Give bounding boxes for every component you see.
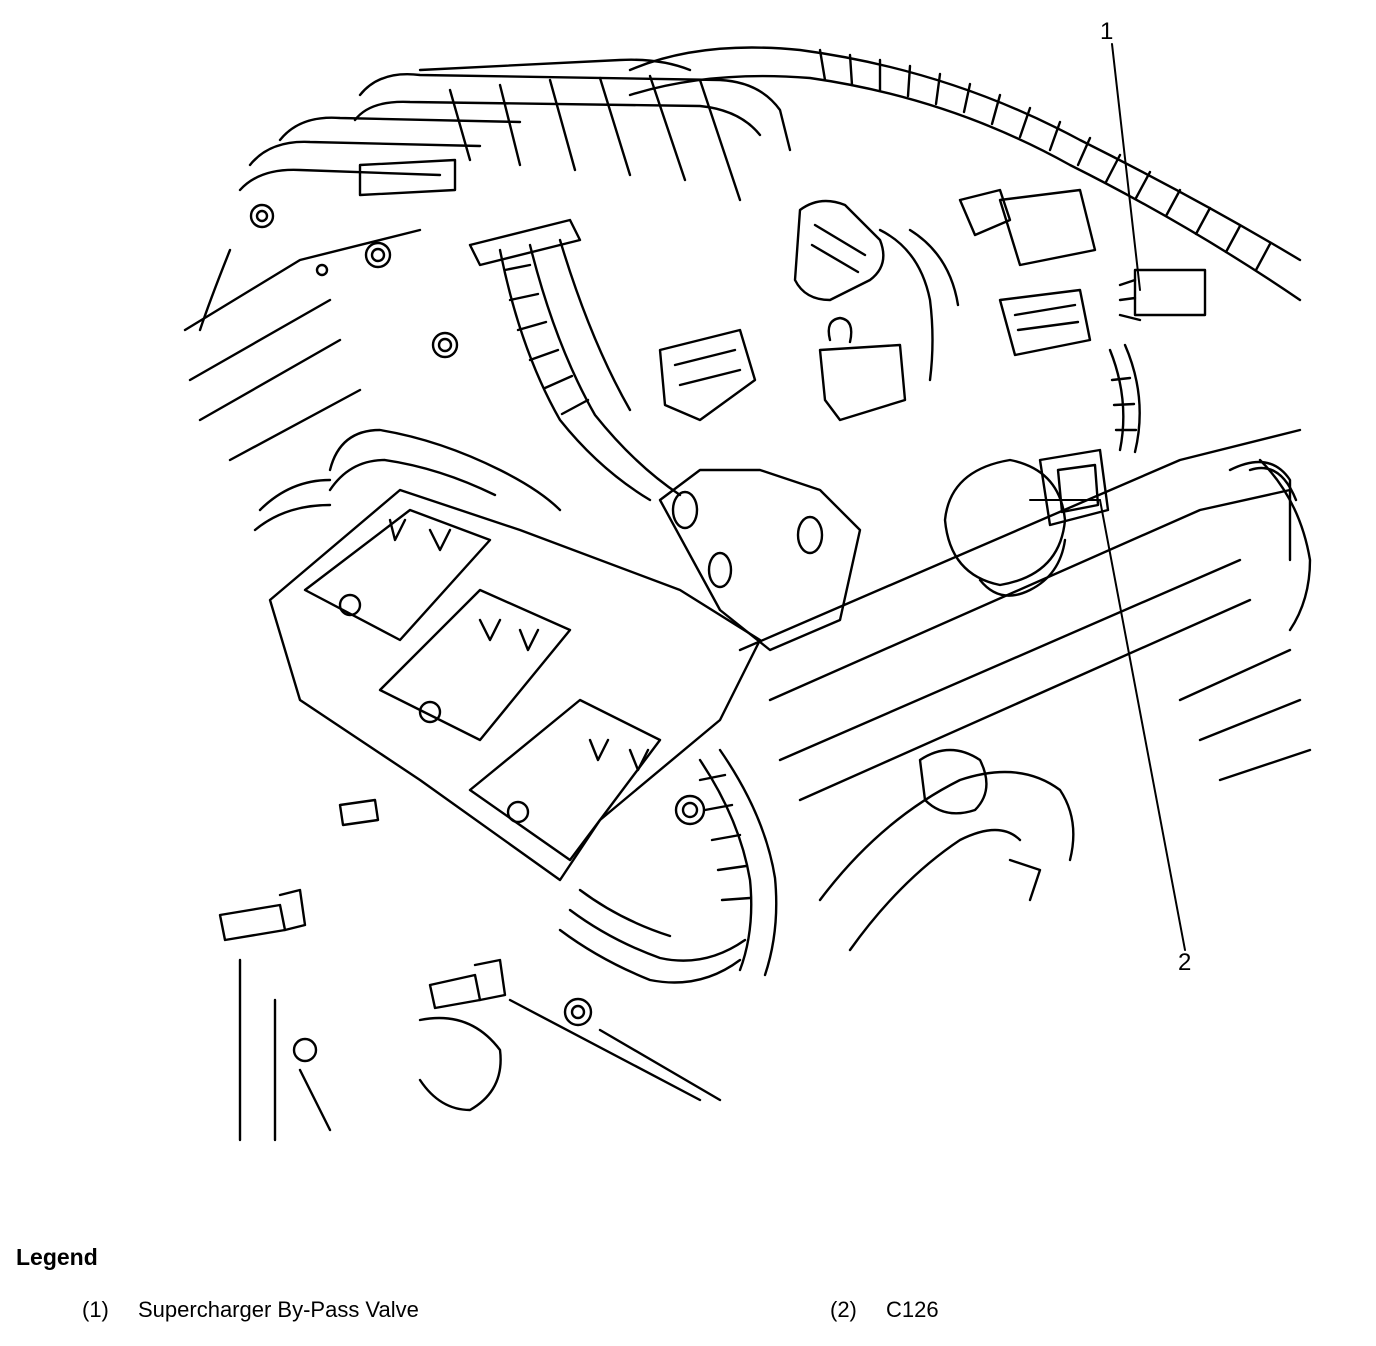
valve-cover <box>738 428 1302 802</box>
legend-item-label: C126 <box>886 1297 939 1322</box>
callout-number-2: 2 <box>1178 949 1192 976</box>
ignition-coil-pack <box>268 488 762 882</box>
sensor-connectors-center <box>658 188 1097 422</box>
callout-number-1: 1 <box>1100 18 1114 45</box>
legend-item-number: (2) <box>830 1297 857 1322</box>
spark-plug-wires <box>558 748 778 984</box>
legend-item-2: (2) C126 <box>830 1297 939 1323</box>
intake-manifold-runners <box>183 58 792 462</box>
harness-branches <box>253 218 682 532</box>
manifold-bolts <box>249 203 459 359</box>
engine-studs <box>218 794 706 1063</box>
main-wiring-harness <box>628 46 1302 302</box>
oil-fill-cap <box>943 458 1067 597</box>
c126-connector <box>1038 343 1141 527</box>
callout-leader-lines <box>1029 43 1186 951</box>
legend-item-label: Supercharger By-Pass Valve <box>138 1297 419 1322</box>
lifting-bracket <box>658 468 862 652</box>
engine-block <box>238 458 1312 1142</box>
engine-wiring-illustration <box>183 43 1312 1142</box>
supercharger-bypass-valve <box>1118 268 1207 322</box>
legend-item-1: (1) Supercharger By-Pass Valve <box>82 1297 419 1323</box>
legend-item-number: (1) <box>82 1297 109 1322</box>
legend-title: Legend <box>16 1244 98 1270</box>
